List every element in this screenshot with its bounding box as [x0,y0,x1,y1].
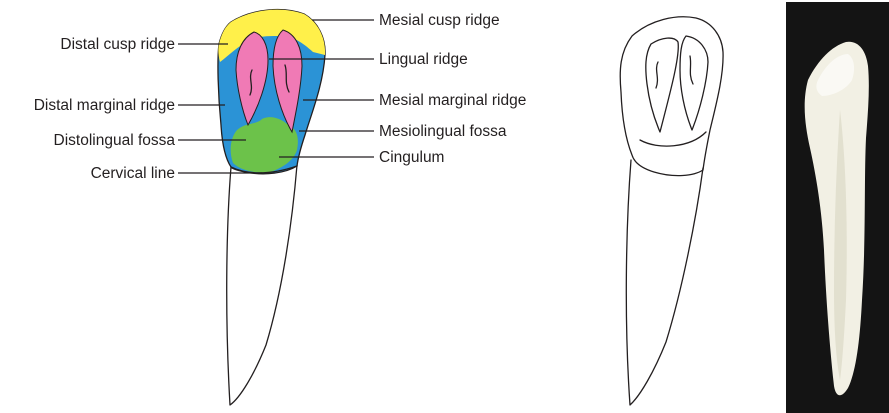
label-distal-marginal-ridge: Distal marginal ridge [34,97,175,114]
middle-mesial-fossa-outline [680,36,708,130]
middle-distal-groove [656,62,658,88]
middle-distal-fossa-outline [646,38,679,132]
right-labels: Mesial cusp ridge Lingual ridge Mesial m… [379,12,526,166]
label-cingulum: Cingulum [379,149,444,166]
label-mesial-cusp-ridge: Mesial cusp ridge [379,12,500,29]
middle-root-outline [626,160,703,405]
labeled-tooth-diagram [218,10,325,405]
left-root-outline [227,165,297,405]
middle-crown-outline [620,17,723,176]
label-mesial-marginal-ridge: Mesial marginal ridge [379,92,526,109]
label-lingual-ridge: Lingual ridge [379,51,468,68]
label-mesiolingual-fossa: Mesiolingual fossa [379,123,507,140]
left-labels: Distal cusp ridge Distal marginal ridge … [34,36,176,182]
middle-cingulum-line [640,132,706,146]
label-cervical-line: Cervical line [91,165,175,182]
middle-mesial-groove [690,56,693,84]
label-distal-cusp-ridge: Distal cusp ridge [60,36,175,53]
tooth-photograph [786,2,889,413]
label-distolingual-fossa: Distolingual fossa [54,132,176,149]
outline-tooth-diagram [620,17,723,405]
